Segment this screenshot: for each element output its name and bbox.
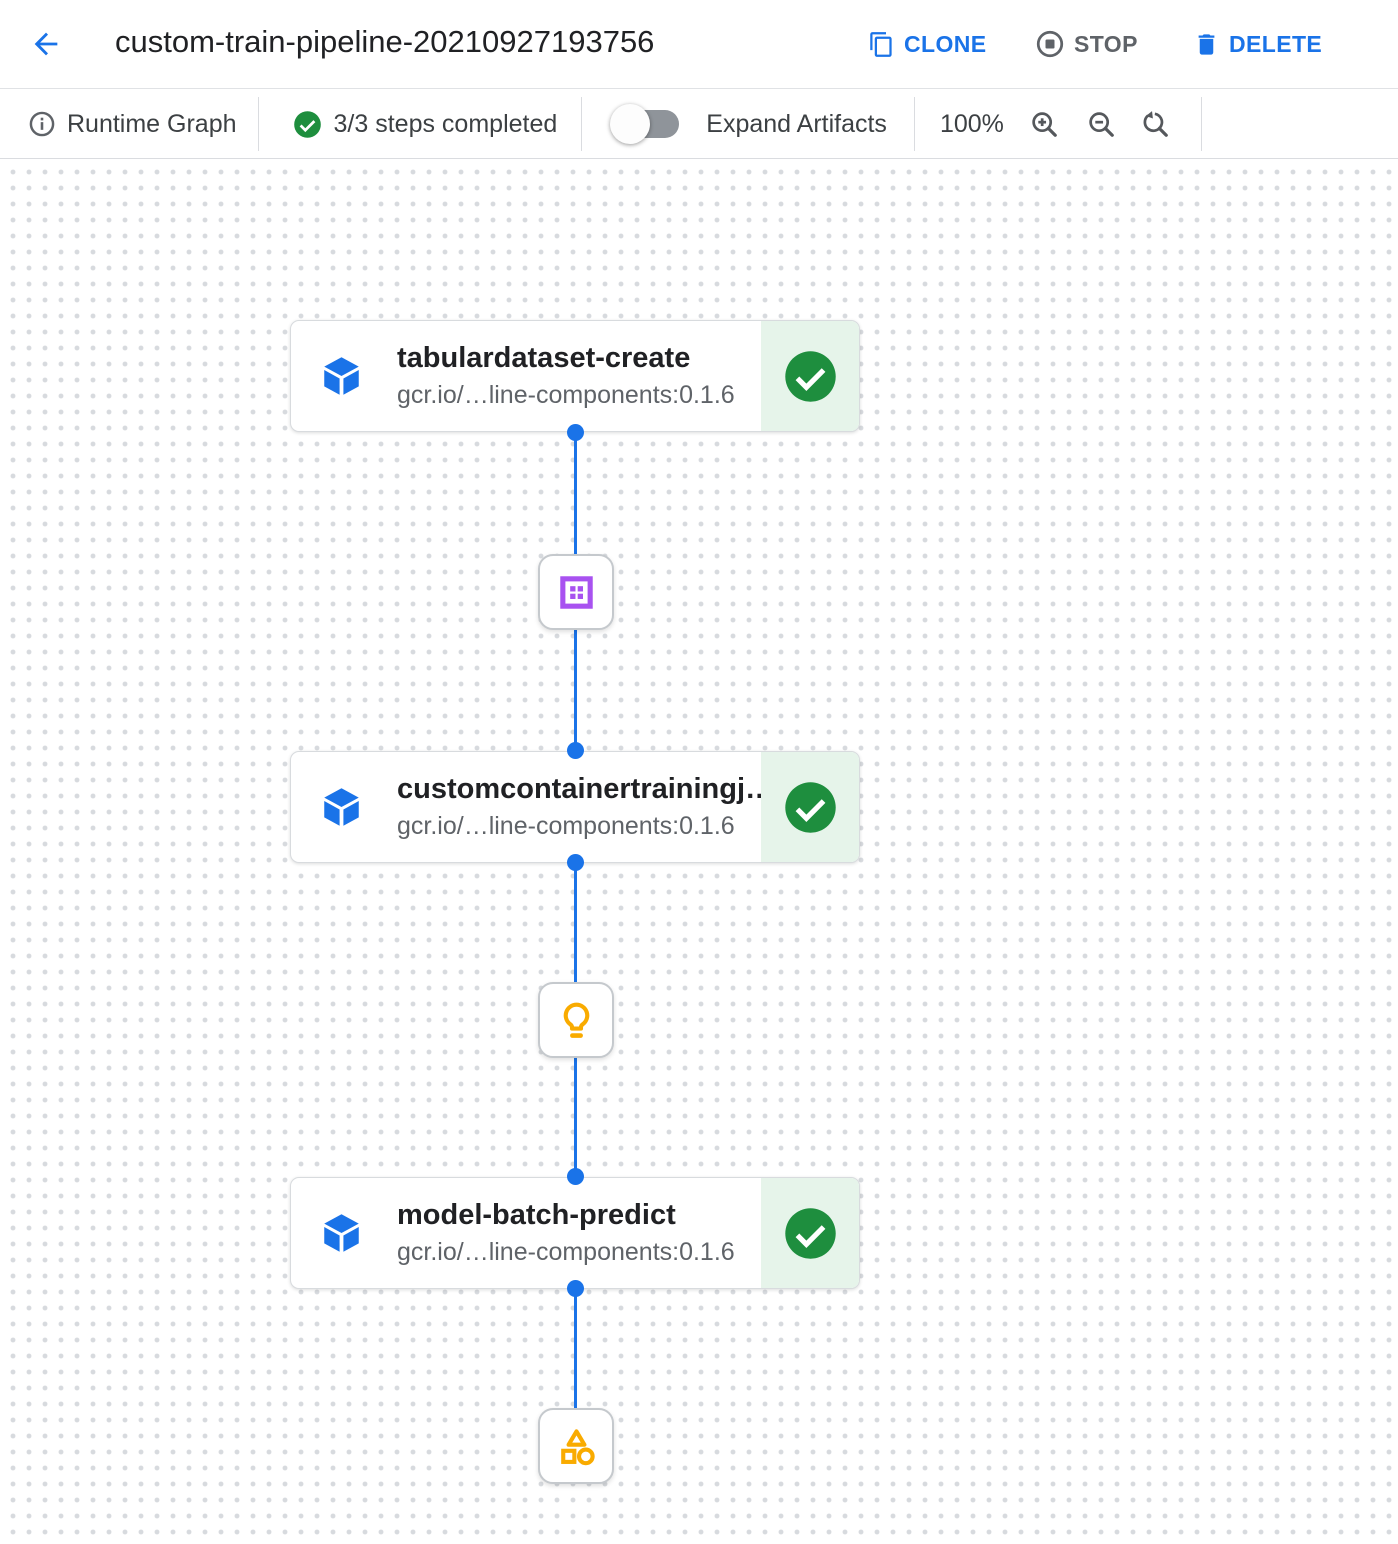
delete-button-label: DELETE [1229, 30, 1323, 57]
copy-icon [870, 31, 892, 57]
toolbar-divider [581, 97, 583, 151]
zoom-in-icon [1032, 111, 1058, 137]
success-check-icon [784, 350, 836, 402]
node-subtitle: gcr.io/…line-components:0.1.6 [397, 812, 735, 840]
pipeline-node-customcontainertrainingjob[interactable]: customcontainertrainingj… gcr.io/…line-c… [290, 751, 860, 863]
pipeline-step-cube-icon [324, 357, 359, 395]
pipeline-graph-canvas[interactable]: tabulardataset-create gcr.io/…line-compo… [0, 160, 1398, 1544]
pipeline-node-model-batch-predict[interactable]: model-batch-predict gcr.io/…line-compone… [290, 1177, 860, 1289]
zoom-out-button[interactable] [1081, 103, 1123, 145]
node-status-badge [761, 321, 859, 431]
toolbar-divider [913, 97, 915, 151]
node-subtitle: gcr.io/…line-components:0.1.6 [397, 381, 735, 409]
generic-artifact-icon [560, 1428, 595, 1465]
dataset-icon [559, 575, 593, 609]
expand-artifacts-toggle[interactable] [610, 104, 680, 144]
pipeline-node-tabulardataset-create[interactable]: tabulardataset-create gcr.io/…line-compo… [290, 320, 860, 432]
node-status-badge [761, 1178, 859, 1288]
trash-icon [1198, 33, 1215, 55]
node-subtitle: gcr.io/…line-components:0.1.6 [397, 1238, 735, 1266]
node-title: model-batch-predict [397, 1199, 676, 1231]
pipeline-step-cube-icon [324, 788, 359, 826]
zoom-in-button[interactable] [1024, 103, 1066, 145]
zoom-reset-button[interactable] [1135, 103, 1177, 145]
success-check-icon [784, 1207, 836, 1259]
port-node3-out [567, 1280, 584, 1297]
port-node1-out [567, 424, 584, 441]
steps-status-label: 3/3 steps completed [333, 109, 558, 138]
port-node3-in [567, 1168, 584, 1185]
port-node2-out [567, 854, 584, 871]
port-node2-in [567, 742, 584, 759]
zoom-level: 100% [939, 109, 1004, 138]
artifact-dataset[interactable] [538, 554, 614, 630]
toggle-knob [610, 104, 651, 144]
expand-artifacts-label: Expand Artifacts [706, 109, 887, 138]
artifact-model[interactable] [538, 982, 614, 1058]
model-lightbulb-icon [563, 1002, 589, 1038]
stop-circle-icon [1036, 30, 1064, 58]
toolbar-divider [1200, 97, 1202, 151]
node-title: customcontainertrainingj… [397, 773, 761, 805]
info-icon[interactable] [28, 110, 56, 138]
clone-button[interactable]: CLONE [868, 22, 987, 66]
node-title: tabulardataset-create [397, 342, 691, 374]
delete-button[interactable]: DELETE [1193, 22, 1322, 66]
artifact-generic[interactable] [538, 1408, 614, 1484]
back-button[interactable] [26, 24, 66, 64]
graph-toolbar: Runtime Graph 3/3 steps completed Expand… [0, 90, 1398, 159]
zoom-out-icon [1089, 111, 1115, 137]
check-circle-icon [293, 110, 321, 138]
node-status-badge [761, 752, 859, 862]
stop-button[interactable]: STOP [1035, 22, 1138, 66]
edge-node3-artifact [574, 1289, 577, 1410]
toolbar-divider [257, 97, 259, 151]
view-label: Runtime Graph [67, 109, 237, 138]
page-title: custom-train-pipeline-20210927193756 [115, 24, 655, 59]
header-bar: custom-train-pipeline-20210927193756 CLO… [0, 0, 1398, 89]
pipeline-step-cube-icon [324, 1214, 359, 1252]
arrow-back-icon [34, 32, 58, 56]
stop-button-label: STOP [1074, 30, 1138, 57]
success-check-icon [784, 781, 836, 833]
clone-button-label: CLONE [904, 30, 987, 57]
zoom-reset-icon [1143, 110, 1169, 137]
